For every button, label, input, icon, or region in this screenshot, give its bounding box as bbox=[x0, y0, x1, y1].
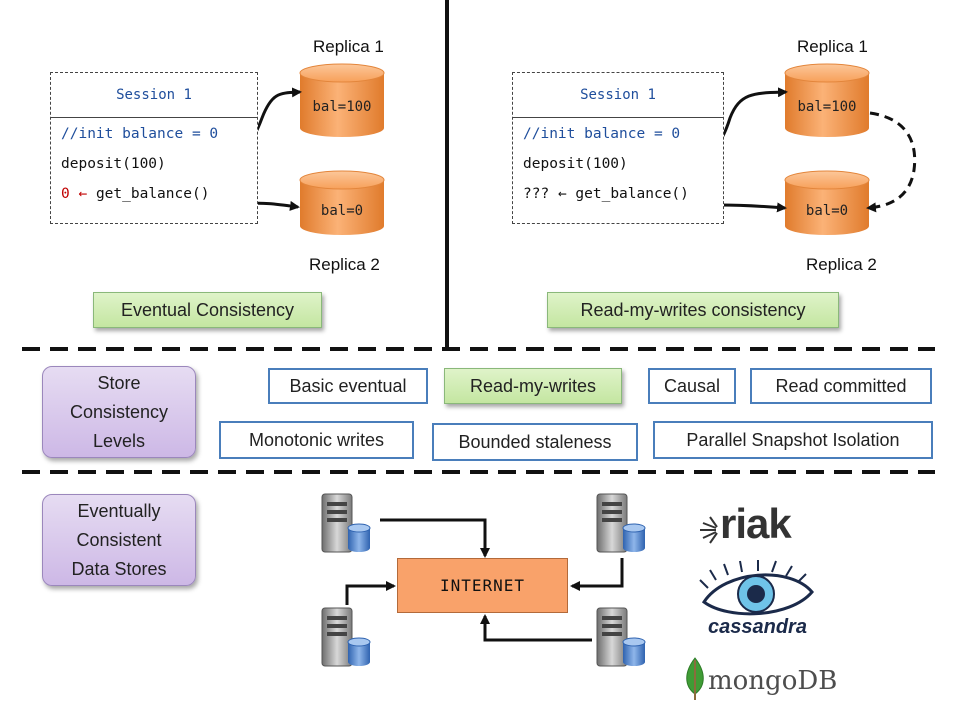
right-replica2-label: Replica 2 bbox=[806, 255, 877, 274]
left-assign-arrow-icon: ← bbox=[78, 186, 88, 202]
internet-box: INTERNET bbox=[397, 558, 568, 613]
left-replica1-cylinder bbox=[299, 63, 385, 137]
level-bounded-staleness: Bounded staleness bbox=[432, 423, 638, 461]
net-arrow-top-left bbox=[380, 518, 490, 558]
server-bottom-right-icon bbox=[596, 607, 646, 667]
cassandra-logo: cassandra bbox=[708, 616, 807, 638]
right-replica2-cylinder bbox=[784, 170, 870, 235]
left-code-deposit: deposit(100) bbox=[61, 156, 166, 172]
left-replica2-cylinder bbox=[299, 170, 385, 235]
eventually-consistent-stores-heading: Eventually Consistent Data Stores bbox=[42, 494, 196, 586]
right-replica1-cylinder bbox=[784, 63, 870, 137]
left-read-result: 0 bbox=[61, 186, 70, 202]
right-session-box: Session 1 //init balance = 0 deposit(100… bbox=[512, 72, 724, 224]
caption-read-my-writes-consistency: Read-my-writes consistency bbox=[547, 292, 839, 328]
left-replica1-label: Replica 1 bbox=[313, 37, 384, 56]
right-read-result: ??? bbox=[523, 186, 550, 202]
level-parallel-snapshot-isolation: Parallel Snapshot Isolation bbox=[653, 421, 933, 459]
level-read-committed: Read committed bbox=[750, 368, 932, 404]
right-assign-arrow-icon: ← bbox=[557, 186, 567, 202]
level-monotonic-writes: Monotonic writes bbox=[219, 421, 414, 459]
server-top-left-icon bbox=[321, 493, 371, 553]
level-causal: Causal bbox=[648, 368, 736, 404]
right-code-deposit: deposit(100) bbox=[523, 156, 628, 172]
right-session-title: Session 1 bbox=[513, 73, 723, 118]
mongodb-logo: mongoDB bbox=[708, 666, 837, 696]
left-replica2-label: Replica 2 bbox=[309, 255, 380, 274]
caption-eventual-consistency: Eventual Consistency bbox=[93, 292, 322, 328]
left-session-box: Session 1 //init balance = 0 deposit(100… bbox=[50, 72, 258, 224]
right-sync-arrow bbox=[866, 111, 917, 213]
right-code-read: ??? ← get_balance() bbox=[523, 186, 689, 202]
net-arrow-bottom-left bbox=[345, 581, 396, 605]
right-read-arrow bbox=[719, 202, 787, 213]
mongodb-leaf-icon bbox=[686, 657, 704, 700]
net-arrow-top-right bbox=[570, 558, 624, 591]
right-get-balance: get_balance() bbox=[575, 186, 689, 202]
left-db1-value: bal=100 bbox=[312, 99, 372, 115]
level-read-my-writes: Read-my-writes bbox=[444, 368, 622, 404]
server-top-right-icon bbox=[596, 493, 646, 553]
net-arrow-bottom-right bbox=[480, 614, 592, 642]
riak-splash-icon bbox=[700, 516, 718, 544]
left-session-title: Session 1 bbox=[51, 73, 257, 118]
left-code-init: //init balance = 0 bbox=[61, 126, 219, 142]
riak-logo: riak bbox=[720, 500, 792, 547]
left-code-read: 0 ← get_balance() bbox=[61, 186, 209, 202]
right-replica1-label: Replica 1 bbox=[797, 37, 868, 56]
mongodb-logo-db: DB bbox=[797, 666, 838, 696]
server-bottom-left-icon bbox=[321, 607, 371, 667]
level-basic-eventual: Basic eventual bbox=[268, 368, 428, 404]
left-get-balance: get_balance() bbox=[95, 186, 210, 202]
mongodb-logo-mongo: mongo bbox=[708, 666, 798, 696]
left-db2-value: bal=0 bbox=[320, 203, 364, 219]
right-code-init: //init balance = 0 bbox=[523, 126, 681, 142]
cassandra-eye-icon bbox=[699, 560, 814, 616]
right-db2-value: bal=0 bbox=[805, 203, 849, 219]
right-db1-value: bal=100 bbox=[797, 99, 857, 115]
store-consistency-levels-heading: Store Consistency Levels bbox=[42, 366, 196, 458]
